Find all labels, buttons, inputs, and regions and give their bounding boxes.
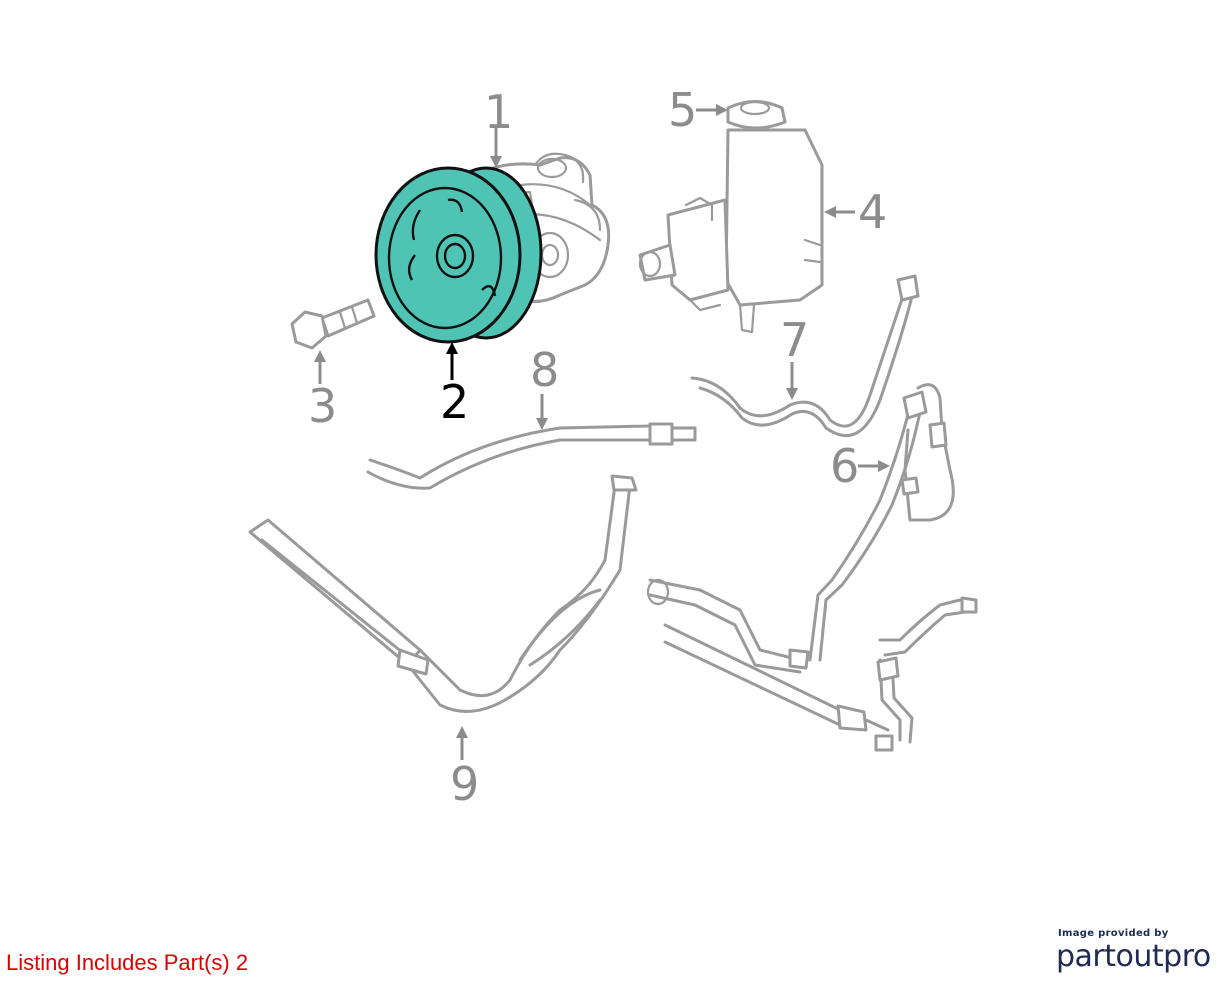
svg-text:2: 2 <box>440 375 469 429</box>
part-8-hose <box>366 422 697 490</box>
part-5-cap <box>726 100 787 130</box>
listing-note: Listing Includes Part(s) 2 <box>6 950 249 975</box>
svg-text:1: 1 <box>484 85 513 139</box>
image-credit: Image provided by partoutpro <box>1056 928 1211 975</box>
part-9-cooler <box>248 474 638 713</box>
svg-text:4: 4 <box>858 185 887 239</box>
lower-right-lines <box>646 578 978 752</box>
svg-text:9: 9 <box>450 757 479 811</box>
callout-2: 2 <box>440 342 469 429</box>
brand-logo: partoutpro <box>1056 939 1211 974</box>
part-6-line <box>808 383 955 662</box>
svg-text:6: 6 <box>830 439 859 493</box>
part-4-reservoir <box>638 128 824 334</box>
callout-7: 7 <box>780 313 809 400</box>
callout-6: 6 <box>830 439 890 493</box>
callout-5: 5 <box>668 83 728 137</box>
callout-1: 1 <box>484 85 513 168</box>
svg-text:8: 8 <box>530 343 559 397</box>
part-7-hose <box>690 274 920 438</box>
callout-9: 9 <box>450 726 479 811</box>
svg-text:7: 7 <box>780 313 809 367</box>
credit-caption: Image provided by <box>1058 928 1169 939</box>
part-3-bolt <box>290 298 376 350</box>
callout-3: 3 <box>308 350 337 433</box>
part-2-pulley <box>374 166 543 344</box>
svg-text:5: 5 <box>668 83 697 137</box>
callout-4: 4 <box>824 185 887 239</box>
callout-8: 8 <box>530 343 559 430</box>
svg-text:3: 3 <box>308 379 337 433</box>
